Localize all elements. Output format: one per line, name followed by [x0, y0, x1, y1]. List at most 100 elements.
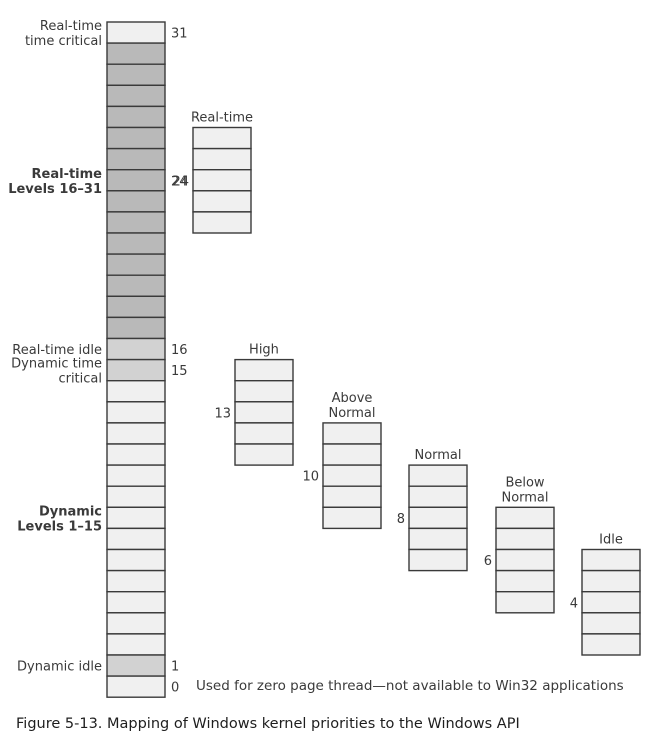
kernel-level-cell: [106, 443, 166, 466]
kernel-priority-column: [106, 21, 166, 698]
kernel-level-cell: [106, 485, 166, 509]
kernel-level-cell: [106, 506, 166, 530]
kernel-level-cell: [106, 591, 166, 614]
kernel-level-label: critical: [58, 372, 102, 387]
kernel-level-cell: [106, 337, 166, 361]
kernel-level-label: Dynamic time: [11, 357, 102, 372]
class-level-cell: [581, 548, 641, 572]
class-level-cell: [581, 612, 641, 635]
kernel-range-label: Real-time: [32, 167, 103, 182]
class-level-cell: [192, 126, 252, 150]
priority-class-name: Below: [505, 475, 544, 490]
class-level-cell: [495, 548, 555, 572]
class-level-cell: [234, 422, 294, 445]
priority-class-name: High: [249, 343, 279, 358]
kernel-range-label: Levels 16–31: [8, 182, 102, 197]
kernel-range-label: Levels 1–15: [17, 519, 102, 534]
class-level-cell: [408, 506, 468, 530]
kernel-level-cell: [106, 105, 166, 129]
class-level-cell: [234, 401, 294, 424]
priority-class-stack: Real-time 24: [172, 111, 253, 234]
kernel-level-cell: [106, 380, 166, 403]
class-level-cell: [581, 591, 641, 614]
priority-class-name: Idle: [599, 533, 623, 548]
windows-priority-classes: Real-time24High13AboveNormal10Normal8Bel…: [172, 111, 641, 656]
class-level-cell: [322, 443, 382, 466]
kernel-level-cell: [106, 295, 166, 319]
kernel-level-cell: [106, 84, 166, 108]
class-level-cell: [408, 548, 468, 572]
class-level-cell: [408, 527, 468, 551]
kernel-level-cell: [106, 253, 166, 276]
priority-class-name: Normal: [328, 406, 375, 421]
kernel-level-cell: [106, 654, 166, 677]
kernel-range-label: Dynamic: [39, 504, 102, 519]
class-level-cell: [322, 506, 382, 530]
kernel-level-cell: [106, 63, 166, 86]
kernel-level-cell: [106, 401, 166, 424]
class-level-cell: [322, 485, 382, 509]
kernel-level-label: time critical: [25, 34, 102, 49]
kernel-level-cell: [106, 211, 166, 234]
kernel-level-cell: [106, 316, 166, 340]
kernel-level-number: 16: [171, 343, 188, 358]
kernel-level-label: Dynamic idle: [17, 660, 102, 675]
priority-class-name: Normal: [501, 490, 548, 505]
class-level-cell: [495, 569, 555, 593]
class-level-cell: [495, 591, 555, 614]
class-level-cell: [322, 422, 382, 445]
kernel-level-number: 15: [171, 364, 188, 379]
kernel-level-cell: [106, 147, 166, 171]
kernel-level-cell: [106, 633, 166, 656]
class-base-priority: 13: [214, 406, 231, 421]
class-level-cell: [581, 633, 641, 656]
class-base-priority: 24: [172, 174, 189, 189]
kernel-level-cell: [106, 612, 166, 635]
priority-class-name: Normal: [414, 448, 461, 463]
kernel-level-cell: [106, 190, 166, 213]
priority-class-name: Above: [332, 391, 373, 406]
kernel-level-cell: [106, 464, 166, 487]
kernel-level-cell: [106, 42, 166, 65]
priority-class-stack: Idle 4: [570, 533, 641, 656]
class-base-priority: 10: [302, 470, 319, 485]
kernel-level-cell: [106, 527, 166, 551]
class-level-cell: [234, 358, 294, 382]
class-level-cell: [322, 464, 382, 487]
class-level-cell: [234, 443, 294, 466]
class-level-cell: [192, 168, 252, 192]
class-level-cell: [581, 569, 641, 593]
class-level-cell: [495, 527, 555, 551]
class-base-priority: 4: [570, 596, 578, 611]
class-level-cell: [192, 211, 252, 234]
kernel-level-cell: [106, 569, 166, 593]
class-base-priority: 6: [484, 554, 492, 569]
kernel-level-cell: [106, 274, 166, 298]
kernel-level-label: Real-time: [40, 19, 102, 34]
kernel-level-cell: [106, 358, 166, 382]
priority-class-name: Real-time: [191, 111, 253, 126]
class-level-cell: [495, 506, 555, 530]
kernel-level-cell: [106, 168, 166, 192]
priority-class-stack: High 13: [214, 343, 294, 466]
zero-page-note: Used for zero page thread—not available …: [196, 678, 624, 694]
kernel-level-cell: [106, 232, 166, 255]
kernel-level-cell: [106, 548, 166, 572]
kernel-level-cell: [106, 126, 166, 150]
figure-caption: Figure 5-13. Mapping of Windows kernel p…: [16, 716, 520, 732]
kernel-level-number: 0: [171, 681, 179, 696]
kernel-level-number: 24: [171, 174, 188, 189]
kernel-level-cell: [106, 675, 166, 698]
class-level-cell: [408, 485, 468, 509]
class-level-cell: [408, 464, 468, 487]
class-level-cell: [192, 147, 252, 171]
kernel-level-label: Real-time idle: [12, 343, 102, 358]
kernel-level-number: 1: [171, 660, 179, 675]
kernel-level-cell: [106, 422, 166, 445]
